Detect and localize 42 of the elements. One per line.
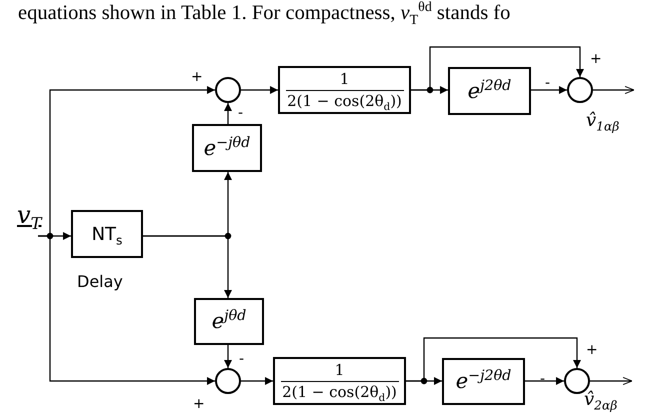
arrow [224,345,232,368]
sign-label: - [545,76,550,90]
denominator: 2(1 − cos(2θ$_{d}$)) [282,384,397,400]
transfer-function-block [194,298,264,345]
sign-label: - [238,106,244,120]
sign-label: + [193,397,205,411]
summing-junction [215,77,241,103]
transfer-function-block [192,124,262,172]
numerator: 1 [340,71,350,88]
sign-label: + [191,70,203,84]
gain-block [273,357,406,405]
math-expression: e$^{−j2θd}$ [456,371,512,392]
arrow [38,235,215,385]
gain-block [278,66,411,114]
arrow [590,376,632,386]
math-expression: e$^{jθd}$ [212,311,246,332]
denominator: 2(1 − cos(2θ$_{d}$)) [287,92,402,109]
math-expression: e$^{j2θd}$ [468,80,512,102]
arrow [406,337,581,382]
arrow [531,86,567,94]
arrow [241,377,273,385]
numerator: 1 [334,362,344,378]
arrow [143,235,232,298]
body-text: equations shown in Table 1. For compactness, v$_{T}$$^{θd}$ stands fo [18,3,510,24]
signal-label: v$_{T}$ [17,203,42,227]
caption-text: Delay [77,274,123,290]
summing-junction [215,368,241,394]
summing-junction [567,77,593,103]
sign-label: - [540,372,546,386]
delay-value: NT$_{s}$ [92,224,122,244]
arrow [411,46,584,91]
arrow [593,86,634,94]
sign-label: + [586,343,598,357]
transfer-function-block [442,358,525,405]
math-expression: e$^{−jθd}$ [204,138,250,158]
arrow [224,103,232,124]
sign-label: + [590,52,602,66]
arrow [241,86,278,94]
transfer-function-block [448,67,531,115]
arrow [525,377,564,385]
sign-label: - [239,352,244,366]
delay-block [71,210,143,258]
